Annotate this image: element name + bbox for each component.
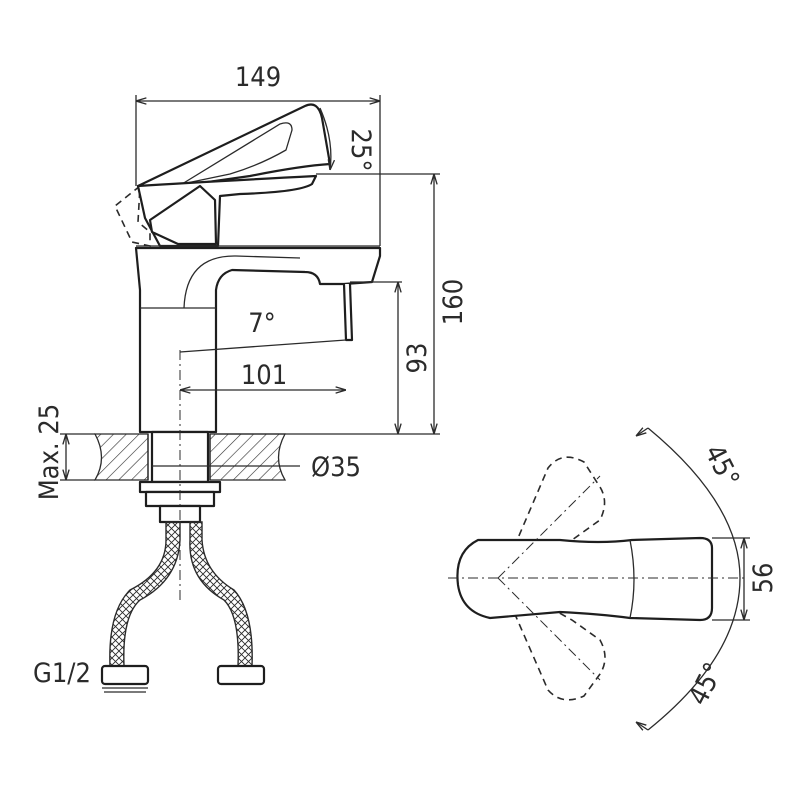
rotation-lower-label: 45°	[683, 658, 730, 710]
width-total-label: 149	[235, 62, 281, 93]
side-dimensions: 149 25° 160 93 7° 101 Max. 25 Ø35 G1/2	[33, 62, 469, 693]
faucet-cap	[148, 184, 218, 246]
spout-curve	[183, 255, 301, 309]
max-deck-label: Max. 25	[34, 404, 65, 501]
hose-fitting-right	[216, 664, 266, 686]
top-view	[448, 456, 744, 701]
side-view	[93, 103, 382, 686]
lever-angle-label: 25°	[345, 128, 376, 171]
spout-aerator	[342, 283, 354, 342]
lever-angle-arc	[319, 107, 331, 170]
lever-top-outline	[456, 536, 714, 622]
spout-reach-label: 101	[241, 360, 287, 391]
deck-right	[209, 433, 287, 481]
spout-height-label: 93	[402, 343, 433, 374]
lever-rotated-upper	[498, 456, 606, 582]
rotation-upper-label: 45°	[698, 440, 745, 492]
deck-hole	[147, 434, 211, 480]
hose-right	[189, 521, 253, 667]
lever-rotated-lower	[498, 578, 606, 701]
height-total-label: 160	[438, 279, 469, 325]
rotation-arc	[647, 427, 741, 731]
lever-width-label: 56	[748, 563, 779, 594]
lever-top-inner	[629, 539, 635, 619]
lever-raised-outline	[136, 103, 332, 188]
connection-label: G1/2	[33, 658, 91, 689]
spout-angle-label: 7°	[248, 308, 276, 339]
faucet-body	[134, 246, 382, 434]
hose-fitting-left	[100, 664, 150, 686]
hose-left	[109, 521, 181, 667]
deck-left	[93, 433, 149, 481]
hole-diameter-label: Ø35	[311, 452, 361, 483]
lever-raised-inner	[181, 122, 293, 185]
